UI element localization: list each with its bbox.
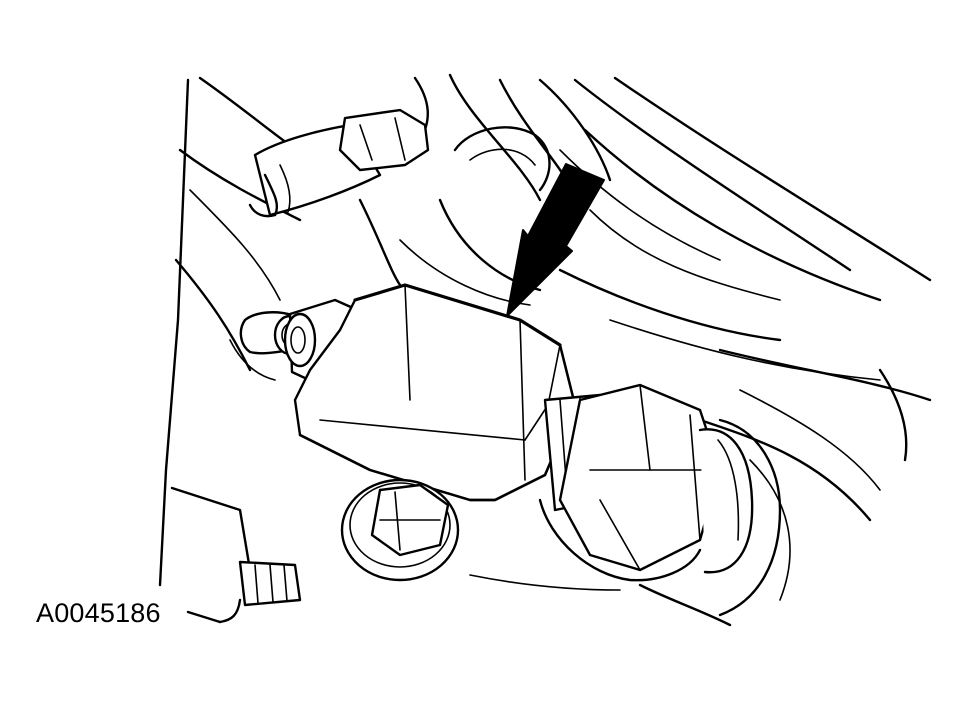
- mounting-bolt: [340, 478, 460, 582]
- sensor-hex-body: [293, 283, 577, 502]
- figure-id-label: A0045186: [36, 598, 161, 628]
- engine-block-outline: [174, 73, 932, 601]
- id-leader-line: [186, 610, 222, 624]
- arrow-pointer-icon: [506, 163, 605, 317]
- lower-housing-contour: [469, 574, 732, 627]
- adapter-hex-fitting: [538, 383, 722, 582]
- housing-left-edge: [158, 78, 190, 587]
- connector-plug: [170, 486, 302, 624]
- upper-hose-bracket: [248, 108, 430, 218]
- port-collar: [698, 418, 782, 617]
